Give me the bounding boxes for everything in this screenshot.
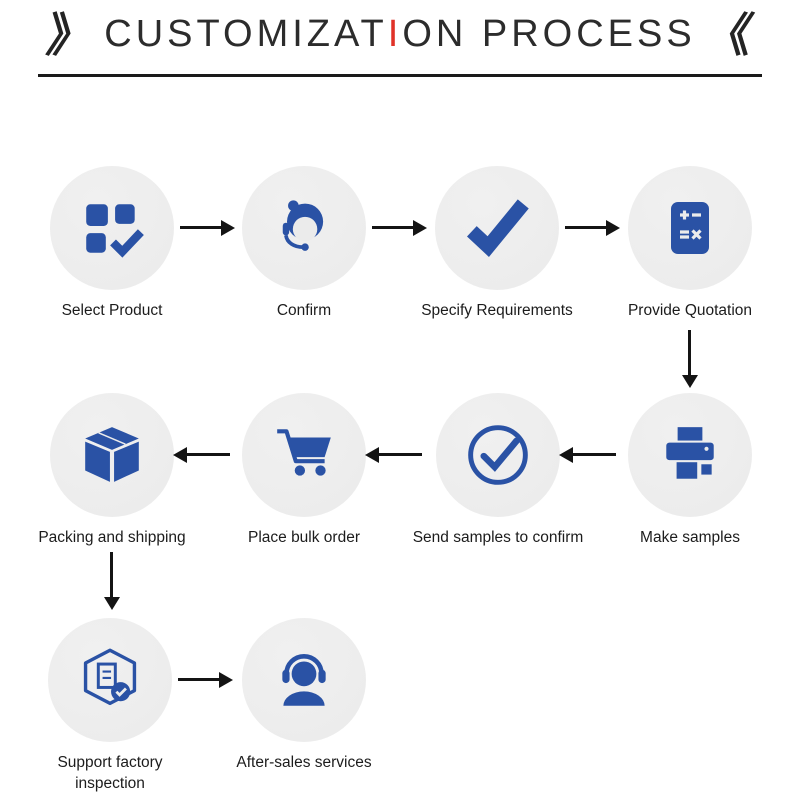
factory-inspection-icon xyxy=(83,648,137,706)
send-samples-circle xyxy=(436,393,560,517)
after-sales-circle xyxy=(242,618,366,742)
step-select-product: Select Product xyxy=(17,166,207,322)
arrow-confirm-to-specify xyxy=(372,226,414,229)
page-title: 》 CUSTOMIZATION PROCESS 《 xyxy=(0,9,800,61)
arrow-packing-to-inspection xyxy=(110,552,113,598)
step-label: Support factory inspection xyxy=(57,754,163,792)
step-make-samples: Make samples xyxy=(595,393,785,549)
arrow-quotation-to-samples xyxy=(688,330,691,376)
calculator-icon xyxy=(671,202,709,254)
specify-requirements-circle xyxy=(435,166,559,290)
step-label: Place bulk order xyxy=(247,529,360,546)
step-after-sales: After-sales services xyxy=(209,618,399,774)
step-label: Confirm xyxy=(276,302,332,319)
step-label: Send samples to confirm xyxy=(412,529,584,546)
left-decor-mark: 》 xyxy=(43,9,99,61)
packing-shipping-circle xyxy=(50,393,174,517)
support-agent-icon xyxy=(282,200,324,251)
step-confirm: Confirm xyxy=(209,166,399,322)
step-send-samples: Send samples to confirm xyxy=(403,393,593,549)
place-bulk-order-circle xyxy=(242,393,366,517)
shopping-cart-icon xyxy=(277,429,331,476)
right-decor-mark: 《 xyxy=(701,9,757,61)
step-factory-inspection: Support factory inspection xyxy=(15,618,205,795)
circle-check-icon xyxy=(468,425,528,485)
arrow-inspection-to-aftersales xyxy=(178,678,220,681)
checkmark-icon xyxy=(466,199,529,257)
step-label: Select Product xyxy=(61,302,163,319)
arrow-select-to-confirm xyxy=(180,226,222,229)
confirm-circle xyxy=(242,166,366,290)
step-label: Make samples xyxy=(640,529,740,546)
step-label: Packing and shipping xyxy=(38,529,186,546)
title-part-2: ON PROCESS xyxy=(402,13,696,56)
step-specify-requirements: Specify Requirements xyxy=(402,166,592,322)
arrow-specify-to-quotation xyxy=(565,226,607,229)
step-label: Provide Quotation xyxy=(627,302,753,319)
step-place-bulk-order: Place bulk order xyxy=(209,393,399,549)
title-part-1: CUSTOMIZAT xyxy=(104,13,388,56)
step-label: After-sales services xyxy=(236,754,372,771)
step-packing-shipping: Packing and shipping xyxy=(17,393,207,549)
headset-person-icon xyxy=(282,653,326,706)
make-samples-circle xyxy=(628,393,752,517)
product-grid-check-icon xyxy=(86,204,144,258)
package-box-icon xyxy=(85,427,139,482)
arrow-bulkorder-to-packing xyxy=(186,453,230,456)
provide-quotation-circle xyxy=(628,166,752,290)
title-text: CUSTOMIZATION PROCESS xyxy=(104,12,695,58)
printer-icon xyxy=(666,427,714,479)
factory-inspection-circle xyxy=(48,618,172,742)
arrow-makesamples-to-sendsamples xyxy=(572,453,616,456)
step-provide-quotation: Provide Quotation xyxy=(595,166,785,322)
select-product-circle xyxy=(50,166,174,290)
title-accent-letter: I xyxy=(387,13,403,56)
arrow-sendsamples-to-bulkorder xyxy=(378,453,422,456)
title-divider xyxy=(38,74,762,77)
step-label: Specify Requirements xyxy=(421,302,573,319)
